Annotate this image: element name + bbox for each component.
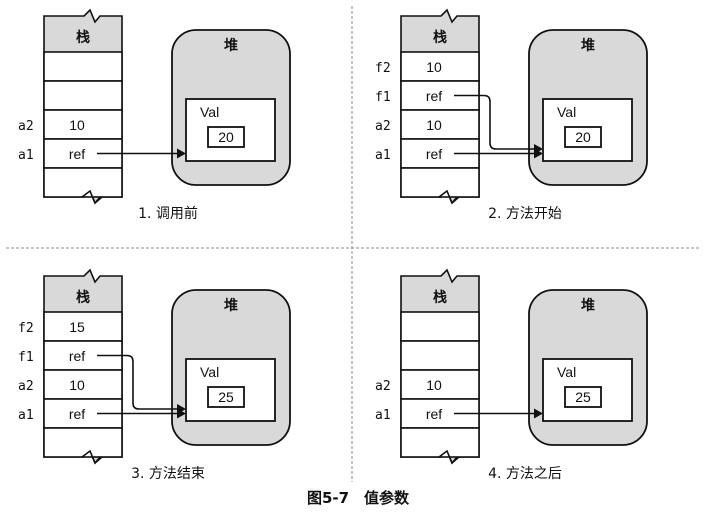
stack-var-label: a1 [375,148,391,163]
heap-label: 堆 [581,37,595,54]
val-field [564,386,602,408]
stack-var-label: a2 [18,119,34,134]
stack-cell-value: 10 [426,59,442,75]
stack-torn-edge [81,449,103,465]
val-field-value: 25 [218,389,234,405]
panel-3: 栈 15 f2 ref f1 10 a2 ref a1 堆 Val 25 3. 方法结束 [18,268,291,482]
stack-cell [400,109,480,140]
stack-cell-value: ref [69,146,85,162]
stack-cell-value: 10 [426,117,442,133]
stack-label: 栈 [433,289,447,306]
stack-var-label: f1 [18,350,34,365]
val-field [564,126,602,148]
stack-cell-value: ref [426,146,442,162]
val-label: Val [200,104,219,120]
stack-label: 栈 [76,29,90,46]
stack-cell [43,427,123,458]
stack-var-label: a1 [18,408,34,423]
val-label: Val [557,364,576,380]
stack-var-label: f1 [375,90,391,105]
stack-cell-value: ref [426,88,442,104]
stack-cell-value: 10 [426,377,442,393]
panel-caption: 4. 方法之后 [488,466,562,482]
val-field-value: 20 [575,129,591,145]
stack-var-label: f2 [18,321,34,336]
panel-caption: 3. 方法结束 [131,466,205,482]
arrow-head [177,148,186,159]
panel-2: 栈 10 f2 ref f1 10 a2 ref a1 堆 Val 20 2. 方法开始 [375,8,648,222]
stack-cell-value: ref [69,348,85,364]
stack-cell [400,51,480,82]
arrow-head [534,148,543,159]
stack-cell [400,340,480,371]
stack-cell-value: ref [69,406,85,422]
stack-cell-value: 10 [69,117,85,133]
stack-var-label: a1 [375,408,391,423]
stack-var-label: a1 [18,148,34,163]
stack-cell [400,167,480,198]
stack-label: 栈 [76,289,90,306]
arrow-head [177,408,186,419]
stack-cell [400,311,480,342]
arrow-head [534,408,543,419]
stack-var-label: a2 [375,379,391,394]
heap-label: 堆 [224,37,238,54]
figure-caption: 图5-7 值参数 [307,489,410,507]
stack-cell [43,109,123,140]
panel-caption: 1. 调用前 [138,205,198,222]
stack-var-label: f2 [375,61,391,76]
stack-cell-value: ref [426,406,442,422]
stack-torn-edge [81,189,103,205]
val-field-value: 25 [575,389,591,405]
val-field [207,386,245,408]
ref-arrow [454,94,539,150]
stack-cell-value: 15 [69,319,85,335]
stack-cell [43,80,123,111]
val-field-value: 20 [218,129,234,145]
stack-cell [43,51,123,82]
panel-1: 栈 10 a2 ref a1 堆 Val 20 1. 调用前 [18,8,291,222]
val-label: Val [200,364,219,380]
ref-arrow [97,354,182,410]
panel-caption: 2. 方法开始 [488,206,562,222]
stack-cell [43,167,123,198]
stack-cell-value: 10 [69,377,85,393]
stack-torn-edge [438,449,460,465]
panel-4: 栈 10 a2 ref a1 堆 Val 25 4. 方法之后 [375,268,648,482]
stack-cell [400,427,480,458]
heap-label: 堆 [224,297,238,314]
stack-var-label: a2 [375,119,391,134]
val-label: Val [557,104,576,120]
stack-torn-edge [438,189,460,205]
stack-cell [400,369,480,400]
val-field [207,126,245,148]
heap-label: 堆 [581,297,595,314]
stack-label: 栈 [433,29,447,46]
stack-var-label: a2 [18,379,34,394]
